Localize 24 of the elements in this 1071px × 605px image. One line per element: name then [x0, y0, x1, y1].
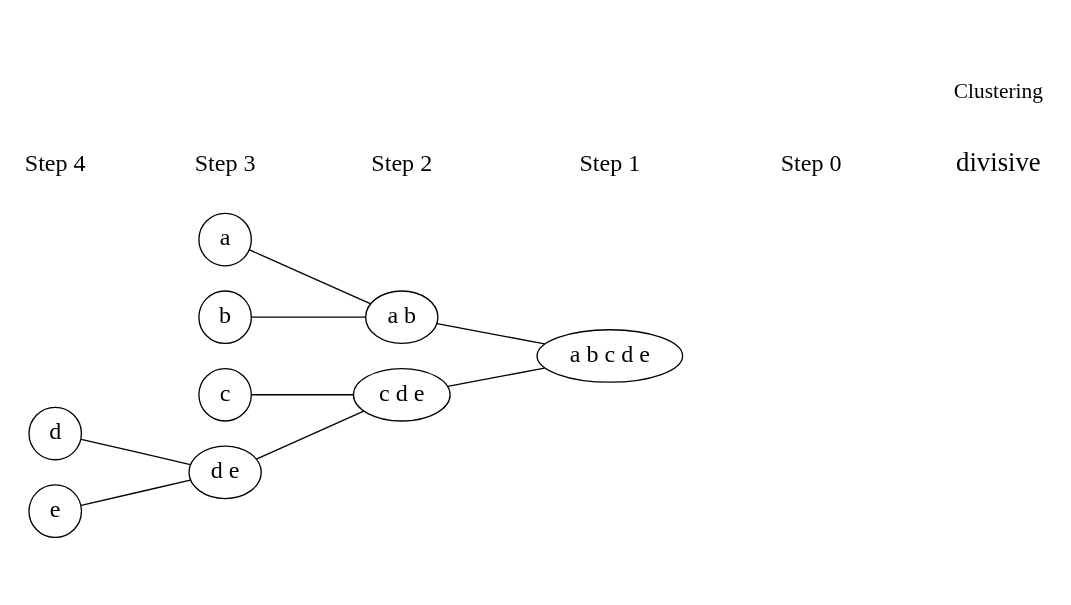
node-circle: e — [28, 483, 83, 538]
node-ellipse: d e — [188, 444, 262, 499]
connector — [251, 316, 367, 318]
label: Step 4 — [24, 149, 86, 176]
node-ellipse: c d e — [352, 367, 451, 422]
label: Step 3 — [194, 149, 256, 176]
connector — [255, 410, 365, 460]
connector — [436, 322, 546, 345]
node-ellipse: a b c d e — [536, 328, 684, 383]
label: Clustering — [953, 78, 1043, 103]
connector — [447, 366, 546, 387]
connector — [251, 393, 355, 395]
node-circle: b — [198, 289, 252, 344]
node-ellipse: a b — [365, 289, 439, 344]
node-circle: c — [198, 367, 252, 422]
label: Step 1 — [579, 149, 641, 176]
connector — [80, 438, 191, 465]
label: Step 2 — [371, 149, 433, 176]
label: divisive — [956, 146, 1041, 177]
label: Step 0 — [780, 149, 842, 176]
node-circle: d — [28, 406, 83, 460]
connector — [80, 478, 191, 506]
node-circle: a — [198, 212, 252, 266]
connector — [248, 248, 371, 304]
